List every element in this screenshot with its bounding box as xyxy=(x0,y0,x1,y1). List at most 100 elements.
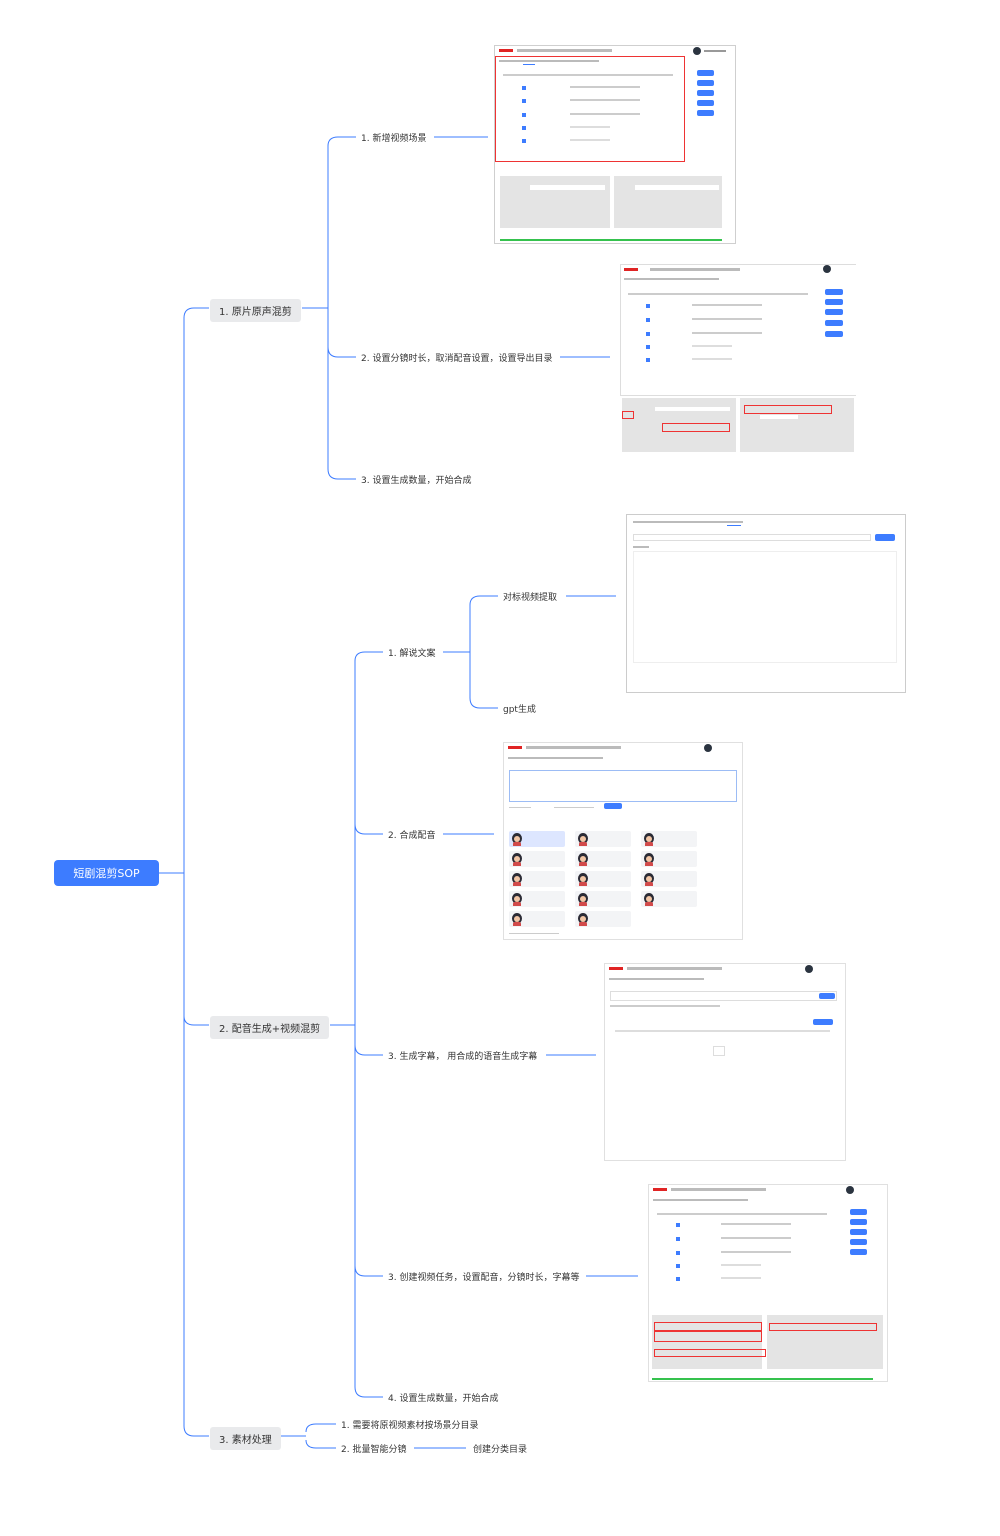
voice-card[interactable] xyxy=(575,891,631,907)
voice-card[interactable] xyxy=(509,851,565,867)
checkbox[interactable] xyxy=(676,1277,680,1281)
checkbox[interactable] xyxy=(646,318,650,322)
user-avatar[interactable] xyxy=(823,265,831,273)
b2-child-3[interactable]: 3. 生成字幕， 用合成的语音生成字幕 xyxy=(388,1052,538,1062)
voice-card[interactable] xyxy=(575,851,631,867)
side-button[interactable] xyxy=(825,320,843,326)
side-button[interactable] xyxy=(850,1239,867,1245)
app-brand-mark xyxy=(508,746,522,749)
options-row[interactable] xyxy=(610,1005,720,1007)
tab-row[interactable] xyxy=(609,978,704,980)
highlight-box xyxy=(495,56,685,162)
side-button[interactable] xyxy=(697,90,714,96)
voice-card[interactable] xyxy=(641,851,697,867)
side-button[interactable] xyxy=(697,80,714,86)
side-button[interactable] xyxy=(697,70,714,76)
voice-card[interactable] xyxy=(575,871,631,887)
footer-note xyxy=(509,933,559,934)
result-textarea[interactable] xyxy=(633,551,897,663)
checkbox[interactable] xyxy=(646,304,650,308)
side-button[interactable] xyxy=(697,110,714,116)
b1-child-2[interactable]: 2. 设置分镜时长，取消配音设置，设置导出目录 xyxy=(361,354,553,364)
user-avatar[interactable] xyxy=(805,965,813,973)
settings-input[interactable] xyxy=(760,415,798,419)
b3-child-1[interactable]: 1. 需要将原视频素材按场景分目录 xyxy=(341,1421,479,1431)
side-button[interactable] xyxy=(825,289,843,295)
screenshot-subtitle xyxy=(604,963,846,1161)
audio-file-input[interactable] xyxy=(610,991,837,1001)
user-avatar[interactable] xyxy=(704,744,712,752)
slider[interactable] xyxy=(554,807,594,808)
b1-child-3[interactable]: 3. 设置生成数量，开始合成 xyxy=(361,476,472,486)
voice-card[interactable] xyxy=(641,891,697,907)
side-button[interactable] xyxy=(697,100,714,106)
b1-child-1[interactable]: 1. 新增视频场景 xyxy=(361,134,427,144)
result-label xyxy=(633,546,649,548)
branch-3-node[interactable]: 3. 素材处理 xyxy=(210,1427,281,1450)
root-node[interactable]: 短剧混剪SOP xyxy=(54,860,159,886)
settings-input[interactable] xyxy=(635,185,719,190)
checkbox[interactable] xyxy=(522,139,526,143)
voice-card[interactable] xyxy=(575,831,631,847)
checkbox[interactable] xyxy=(646,345,650,349)
b3-child-2[interactable]: 2. 批量智能分镜 xyxy=(341,1445,407,1455)
table-row xyxy=(570,126,610,128)
branch-1-node[interactable]: 1. 原片原声混剪 xyxy=(210,299,301,322)
side-button[interactable] xyxy=(850,1209,867,1215)
side-button[interactable] xyxy=(825,299,843,305)
active-tab-indicator xyxy=(523,64,535,65)
voice-card[interactable] xyxy=(509,831,565,847)
checkbox[interactable] xyxy=(676,1223,680,1227)
checkbox[interactable] xyxy=(676,1237,680,1241)
side-button[interactable] xyxy=(850,1219,867,1225)
side-button[interactable] xyxy=(850,1229,867,1235)
voice-card[interactable] xyxy=(509,871,565,887)
checkbox[interactable] xyxy=(522,99,526,103)
checkbox[interactable] xyxy=(676,1264,680,1268)
generate-subtitle-button[interactable] xyxy=(813,1019,833,1025)
voice-card[interactable] xyxy=(509,911,565,927)
checkbox[interactable] xyxy=(646,332,650,336)
progress-bar xyxy=(500,239,722,241)
side-button[interactable] xyxy=(825,331,843,337)
user-avatar[interactable] xyxy=(846,1186,854,1194)
voice-card[interactable] xyxy=(509,891,565,907)
checkbox[interactable] xyxy=(522,86,526,90)
tab-row[interactable] xyxy=(508,757,603,759)
extract-button[interactable] xyxy=(875,534,895,541)
voice-card[interactable] xyxy=(575,911,631,927)
voice-card[interactable] xyxy=(641,831,697,847)
tab-row[interactable] xyxy=(653,1199,748,1201)
checkbox[interactable] xyxy=(522,113,526,117)
user-avatar[interactable] xyxy=(693,47,701,55)
branch-2-node[interactable]: 2. 配音生成+视频混剪 xyxy=(210,1016,330,1039)
settings-input[interactable] xyxy=(530,185,605,190)
tab-row[interactable] xyxy=(633,521,743,523)
highlight-box xyxy=(654,1331,762,1342)
slider[interactable] xyxy=(509,807,531,808)
checkbox[interactable] xyxy=(646,358,650,362)
b2-child-2[interactable]: 2. 合成配音 xyxy=(388,831,436,841)
voice-card[interactable] xyxy=(641,871,697,887)
side-button[interactable] xyxy=(850,1249,867,1255)
synthesize-button[interactable] xyxy=(604,803,622,809)
url-input[interactable] xyxy=(633,534,871,541)
checkbox[interactable] xyxy=(522,126,526,130)
select-file-button[interactable] xyxy=(819,993,835,999)
b2-child-4[interactable]: 3. 创建视频任务，设置配音，分镜时长，字幕等 xyxy=(388,1273,580,1283)
script-textarea[interactable] xyxy=(509,770,737,802)
checkbox[interactable] xyxy=(676,1251,680,1255)
settings-input[interactable] xyxy=(655,407,730,411)
b2-child-5[interactable]: 4. 设置生成数量，开始合成 xyxy=(388,1394,499,1404)
tab-row[interactable] xyxy=(624,278,719,280)
side-button[interactable] xyxy=(825,309,843,315)
settings-panel-right xyxy=(767,1315,883,1369)
tab-row[interactable] xyxy=(499,60,599,62)
b2-child-1[interactable]: 1. 解说文案 xyxy=(388,649,436,659)
b2-sub-2[interactable]: gpt生成 xyxy=(503,705,536,715)
b2-sub-1[interactable]: 对标视频提取 xyxy=(503,593,558,603)
table-row xyxy=(721,1237,791,1239)
table-area xyxy=(620,264,856,396)
header-text-mark xyxy=(650,268,740,271)
b3-sub-1[interactable]: 创建分类目录 xyxy=(473,1445,528,1455)
